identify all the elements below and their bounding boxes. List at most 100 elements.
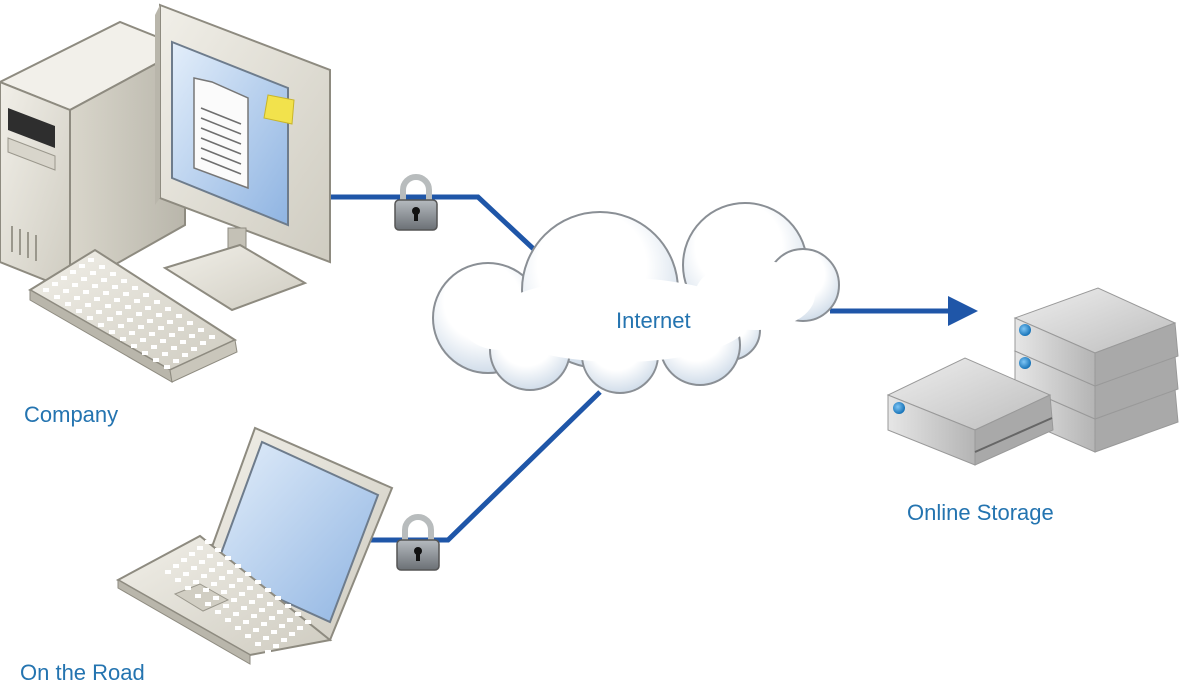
key xyxy=(225,556,231,560)
key xyxy=(265,650,271,654)
key xyxy=(200,341,206,345)
key xyxy=(213,596,219,600)
key xyxy=(199,560,205,564)
key xyxy=(76,309,82,313)
key xyxy=(173,359,179,363)
key xyxy=(110,272,116,276)
key xyxy=(235,626,241,630)
server-unit xyxy=(1094,322,1179,387)
key xyxy=(193,580,199,584)
key xyxy=(257,594,263,598)
key xyxy=(140,338,146,342)
key xyxy=(269,616,275,620)
key xyxy=(145,306,151,310)
key xyxy=(239,592,245,596)
key xyxy=(271,630,277,634)
key xyxy=(153,358,159,362)
key xyxy=(185,586,191,590)
key xyxy=(92,284,98,288)
key xyxy=(85,303,91,307)
key xyxy=(233,612,239,616)
key xyxy=(259,608,265,612)
key xyxy=(74,296,80,300)
key xyxy=(237,578,243,582)
key xyxy=(255,580,261,584)
key xyxy=(125,305,131,309)
padlock-icon xyxy=(394,174,438,231)
key xyxy=(227,570,233,574)
key xyxy=(99,265,105,269)
key xyxy=(249,600,255,604)
key xyxy=(171,346,177,350)
key xyxy=(123,292,129,296)
key xyxy=(195,594,201,598)
key xyxy=(131,344,137,348)
key xyxy=(158,326,164,330)
key xyxy=(181,558,187,562)
key xyxy=(65,302,71,306)
key xyxy=(121,279,127,283)
key xyxy=(235,564,241,568)
key xyxy=(169,333,175,337)
key xyxy=(201,574,207,578)
key xyxy=(215,548,221,552)
key xyxy=(132,286,138,290)
key xyxy=(263,636,269,640)
key xyxy=(79,264,85,268)
key xyxy=(103,291,109,295)
key xyxy=(165,570,171,574)
key xyxy=(231,598,237,602)
key xyxy=(203,588,209,592)
key xyxy=(245,572,251,576)
key xyxy=(253,628,259,632)
key xyxy=(223,604,229,608)
key xyxy=(289,632,295,636)
key xyxy=(209,568,215,572)
key xyxy=(87,316,93,320)
key xyxy=(189,552,195,556)
laptop-icon xyxy=(115,426,394,665)
key xyxy=(229,584,235,588)
key xyxy=(52,282,58,286)
key xyxy=(205,540,211,544)
key xyxy=(198,328,204,332)
key xyxy=(109,330,115,334)
key xyxy=(191,566,197,570)
key xyxy=(245,634,251,638)
key xyxy=(295,612,301,616)
key xyxy=(114,298,120,302)
key xyxy=(247,586,253,590)
key xyxy=(221,590,227,594)
link-company-internet xyxy=(322,194,542,257)
key xyxy=(175,578,181,582)
storage-servers-icon xyxy=(886,287,1179,466)
label-company: Company xyxy=(24,402,119,427)
key xyxy=(211,582,217,586)
key xyxy=(83,290,89,294)
key xyxy=(164,365,170,369)
key xyxy=(178,327,184,331)
key xyxy=(118,324,124,328)
key xyxy=(98,323,104,327)
key xyxy=(275,596,281,600)
key xyxy=(261,622,267,626)
drive-light xyxy=(1019,324,1031,336)
label-internet: Internet xyxy=(616,308,691,333)
key xyxy=(72,283,78,287)
key xyxy=(285,604,291,608)
key xyxy=(96,310,102,314)
key xyxy=(173,564,179,568)
key xyxy=(63,289,69,293)
key xyxy=(43,288,49,292)
key xyxy=(191,347,197,351)
key xyxy=(273,644,279,648)
key xyxy=(255,642,261,646)
key xyxy=(120,337,126,341)
key xyxy=(265,588,271,592)
key xyxy=(154,300,160,304)
key xyxy=(277,610,283,614)
key xyxy=(219,576,225,580)
key xyxy=(209,335,215,339)
key xyxy=(116,311,122,315)
key xyxy=(287,618,293,622)
